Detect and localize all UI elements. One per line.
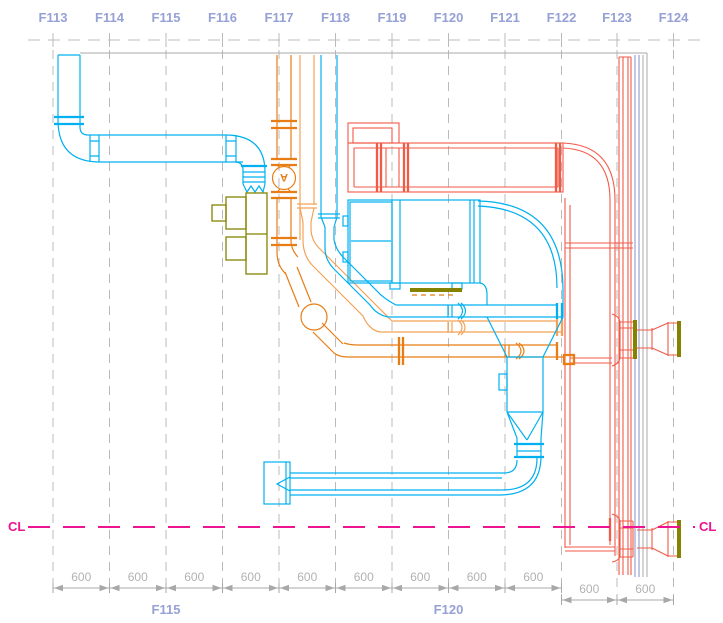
- bell-coupling: [447, 319, 466, 336]
- dim-arrow: [269, 584, 278, 592]
- dim-arrow: [336, 584, 346, 592]
- grooved-funnel: [242, 183, 266, 194]
- lower-nozzle: [608, 513, 681, 563]
- dim-arrow: [156, 584, 165, 592]
- grid-column-label: F123: [602, 10, 632, 25]
- grid-column-label: F117: [265, 10, 294, 25]
- wall-lines: [634, 55, 640, 577]
- cyan-hopper-and-return: [263, 316, 564, 505]
- dim-value: 600: [410, 570, 430, 584]
- bottom-elbow: [500, 455, 542, 496]
- dim-value: 600: [297, 570, 317, 584]
- dim-value: 600: [354, 570, 374, 584]
- building-lines: [80, 52, 648, 577]
- centerline: CL CL: [8, 519, 716, 534]
- dim-arrow: [449, 584, 459, 592]
- red-elbow: [562, 142, 616, 201]
- grid-column-label: F118: [321, 10, 350, 25]
- valve-tag: A: [280, 171, 288, 183]
- dim-arrow: [99, 584, 109, 592]
- dim-arrow: [393, 584, 402, 592]
- pipe-flanges: [271, 119, 297, 247]
- dim-arrow: [663, 596, 673, 604]
- grid-column-label: F120: [434, 10, 464, 25]
- pipe-coupling: [54, 115, 84, 126]
- orange-pipe-run: A: [271, 55, 576, 366]
- red-horizontal-duct: [347, 142, 564, 193]
- bell-coupling: [447, 302, 467, 320]
- grid-column-label: F114: [95, 10, 125, 25]
- grid-column-label: F119: [378, 10, 407, 25]
- centerline-label-left: CL: [8, 519, 25, 534]
- dim-value: 600: [241, 570, 261, 584]
- grid-column-label: F113: [39, 10, 68, 25]
- upper-nozzle: [611, 313, 681, 367]
- grid-columns: F113 F114 F115 F116 F117 F118 F119 F120 F121 F122…: [28, 10, 700, 607]
- hopper-taper: [486, 316, 564, 358]
- dim-value: 600: [523, 570, 543, 584]
- dim-value: 600: [635, 582, 655, 596]
- ball-joint: [300, 303, 328, 331]
- valve: A: [271, 157, 297, 200]
- reducer: [297, 203, 317, 223]
- dim-arrow: [212, 584, 222, 592]
- grid-column-label: F115: [152, 10, 181, 25]
- dim-value: 600: [71, 570, 91, 584]
- dim-arrow: [607, 596, 616, 604]
- cyan-pipe-f118: [318, 55, 564, 320]
- red-risers: [618, 56, 632, 575]
- grid-column-label: F122: [547, 10, 577, 25]
- grid-column-label: F116: [208, 10, 237, 25]
- dim-arrow: [223, 584, 233, 592]
- centerline-label-right: CL: [699, 519, 716, 534]
- grid-column-label: F121: [490, 10, 520, 25]
- inline-flange: [397, 337, 405, 365]
- olive-end-plate: [677, 520, 681, 558]
- dim-arrow: [167, 584, 176, 592]
- dim-value: 600: [184, 570, 204, 584]
- red-top-box: [347, 122, 400, 144]
- pipe-end-cap: [263, 461, 291, 505]
- red-vertical-duct: [564, 198, 616, 556]
- olive-end-plate: [677, 321, 681, 357]
- grid-column-label: F124: [659, 10, 689, 25]
- large-elbow: [477, 200, 564, 317]
- equipment-base: [410, 288, 462, 292]
- dim-arrow: [438, 584, 448, 592]
- dim-value: 600: [467, 570, 487, 584]
- dim-arrow: [280, 584, 289, 592]
- cyan-pipe-loop: [54, 54, 267, 194]
- dim-arrow: [110, 584, 120, 592]
- dim-arrow: [506, 584, 515, 592]
- dim-arrow: [551, 584, 561, 592]
- grid-reference-label: F115: [152, 602, 181, 617]
- reducer: [318, 213, 340, 228]
- dim-arrow: [54, 584, 63, 592]
- dim-arrow: [382, 584, 391, 592]
- dim-arrow: [562, 596, 572, 604]
- olive-flange: [633, 320, 637, 359]
- bell-coupling: [504, 342, 525, 360]
- dim-arrow: [618, 596, 627, 604]
- dim-arrow: [325, 584, 335, 592]
- grid-reference-label: F120: [434, 602, 464, 617]
- red-duct-system: [347, 56, 681, 575]
- dim-value: 600: [579, 582, 599, 596]
- dim-value: 600: [128, 570, 148, 584]
- dim-arrow: [495, 584, 504, 592]
- valve-actuator: [211, 192, 268, 275]
- equipment-unit: [342, 199, 564, 317]
